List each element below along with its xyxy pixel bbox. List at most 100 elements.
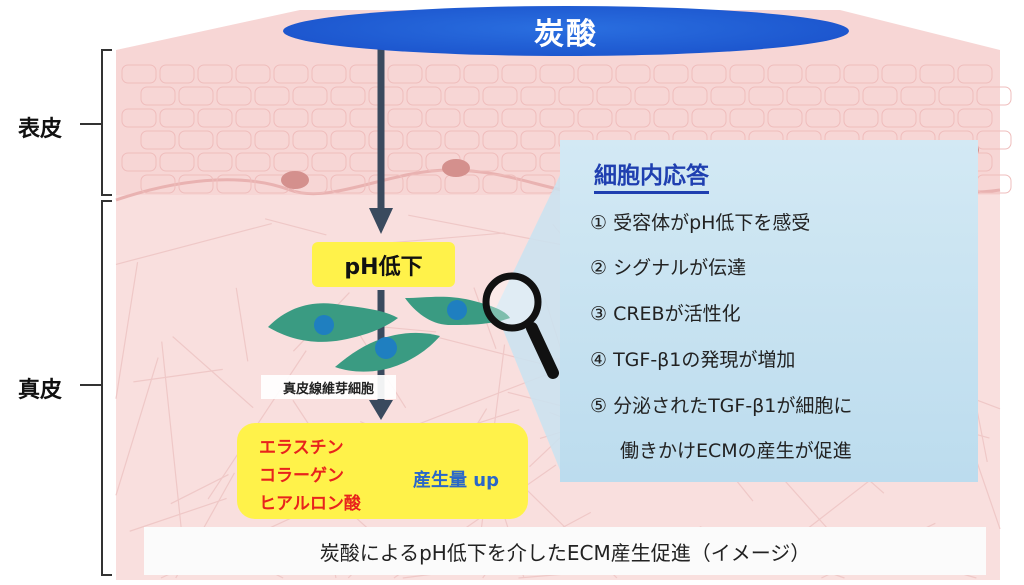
epidermis-cell	[843, 64, 879, 84]
epidermis-cell	[178, 86, 214, 106]
step-4: ④ TGF-β1の発現が増加	[590, 349, 796, 371]
epidermis-cell	[691, 108, 727, 128]
figure-caption: 炭酸によるpH低下を介したECM産生促進（イメージ）	[144, 527, 986, 575]
epidermis-cell	[254, 130, 290, 150]
epidermis-cell	[957, 108, 993, 128]
epidermis-cell	[235, 64, 271, 84]
epidermis-cell	[881, 64, 917, 84]
epidermis-cell	[406, 130, 442, 150]
ecm-products-box: エラスチン コラーゲン ヒアルロン酸 産生量 up	[237, 423, 528, 519]
intracellular-response-panel: 細胞内応答 ① 受容体がpH低下を感受 ② シグナルが伝達 ③ CREBが活性化…	[560, 140, 978, 482]
epidermis-cell	[767, 64, 803, 84]
epidermis-cell	[729, 108, 765, 128]
epidermis-cell	[197, 152, 233, 172]
epidermis-cell	[178, 174, 214, 194]
step-3: ③ CREBが活性化	[590, 303, 741, 325]
epidermis-cell	[406, 174, 442, 194]
epidermis-cell	[368, 86, 404, 106]
epidermis-cell	[653, 108, 689, 128]
epidermis-bracket	[101, 49, 112, 196]
epidermis-cell	[957, 64, 993, 84]
epidermis-cell	[330, 174, 366, 194]
epidermis-cell	[691, 64, 727, 84]
dermis-fiber	[161, 341, 185, 559]
epidermis-cell	[121, 152, 157, 172]
epidermis-cell	[919, 108, 955, 128]
epidermis-cell	[216, 130, 252, 150]
epidermis-cell	[577, 108, 613, 128]
epidermis-cell	[444, 86, 480, 106]
carbonic-acid-oval: 炭酸	[283, 6, 849, 56]
step-5-continued: 働きかけECMの産生が促進	[620, 440, 852, 462]
epidermis-cell	[463, 108, 499, 128]
dermis-fiber	[264, 218, 327, 236]
epidermis-cell	[387, 64, 423, 84]
epidermis-cell	[539, 108, 575, 128]
epidermis-cell	[900, 86, 936, 106]
epidermis-cell	[501, 64, 537, 84]
epidermis-cell	[862, 86, 898, 106]
epidermis-cell	[140, 86, 176, 106]
epidermis-cell	[767, 108, 803, 128]
epidermis-cell	[938, 86, 974, 106]
step-5: ⑤ 分泌されたTGF-β1が細胞に	[590, 395, 853, 417]
epidermis-cell	[425, 108, 461, 128]
step-1: ① 受容体がpH低下を感受	[590, 212, 811, 234]
epidermis-cell	[368, 130, 404, 150]
epidermis-cell	[672, 86, 708, 106]
epidermis-cell	[482, 86, 518, 106]
dermis-fiber	[115, 357, 159, 496]
epidermis-cell	[159, 64, 195, 84]
epidermis-cell	[387, 152, 423, 172]
product-collagen: コラーゲン	[259, 466, 344, 486]
dermis-fiber	[133, 368, 223, 383]
dermis-fiber	[170, 474, 229, 505]
epidermis-cell	[520, 174, 556, 194]
epidermis-cell	[178, 130, 214, 150]
epidermis-cell	[387, 108, 423, 128]
epidermis-cell	[786, 86, 822, 106]
down-arrow-icon	[369, 30, 393, 234]
epidermis-cell	[197, 64, 233, 84]
epidermis-cell	[292, 86, 328, 106]
dermis-label: 真皮	[18, 378, 63, 403]
epidermis-cell	[596, 86, 632, 106]
epidermis-cell	[121, 64, 157, 84]
step-2: ② シグナルが伝達	[590, 257, 747, 279]
dermis-fiber	[115, 262, 139, 399]
epidermis-cell	[197, 108, 233, 128]
epidermis-cell	[311, 108, 347, 128]
epidermis-cell	[653, 64, 689, 84]
ph-drop-label: pH低下	[312, 242, 455, 287]
epidermis-cell	[273, 108, 309, 128]
epidermis-cell	[273, 152, 309, 172]
epidermis-cell	[254, 86, 290, 106]
epidermis-cell	[881, 108, 917, 128]
product-elastin: エラスチン	[259, 438, 344, 458]
epidermis-cell	[976, 86, 1012, 106]
epidermis-cell	[330, 130, 366, 150]
melanocyte	[281, 171, 309, 189]
carbonic-acid-label: 炭酸	[534, 17, 598, 52]
epidermis-cell	[482, 174, 518, 194]
panel-title: 細胞内応答	[594, 162, 709, 194]
epidermis-cell	[634, 86, 670, 106]
epidermis-cell	[558, 86, 594, 106]
epidermis-cell	[710, 86, 746, 106]
epidermis-cell	[805, 108, 841, 128]
epidermis-cell	[615, 108, 651, 128]
dermis-fiber	[129, 497, 227, 532]
epidermis-cell	[444, 130, 480, 150]
epidermis-cell	[159, 108, 195, 128]
epidermis-cell	[463, 64, 499, 84]
epidermis-cell	[140, 174, 176, 194]
fibroblast-label: 真皮線維芽細胞	[261, 375, 396, 399]
dermis-bracket	[101, 200, 112, 576]
epidermis-cell	[539, 64, 575, 84]
epidermis-cell	[311, 64, 347, 84]
epidermis-cell	[235, 152, 271, 172]
epidermis-cell	[235, 108, 271, 128]
epidermis-cell	[748, 86, 784, 106]
melanocyte	[442, 159, 470, 177]
epidermis-cell	[520, 86, 556, 106]
